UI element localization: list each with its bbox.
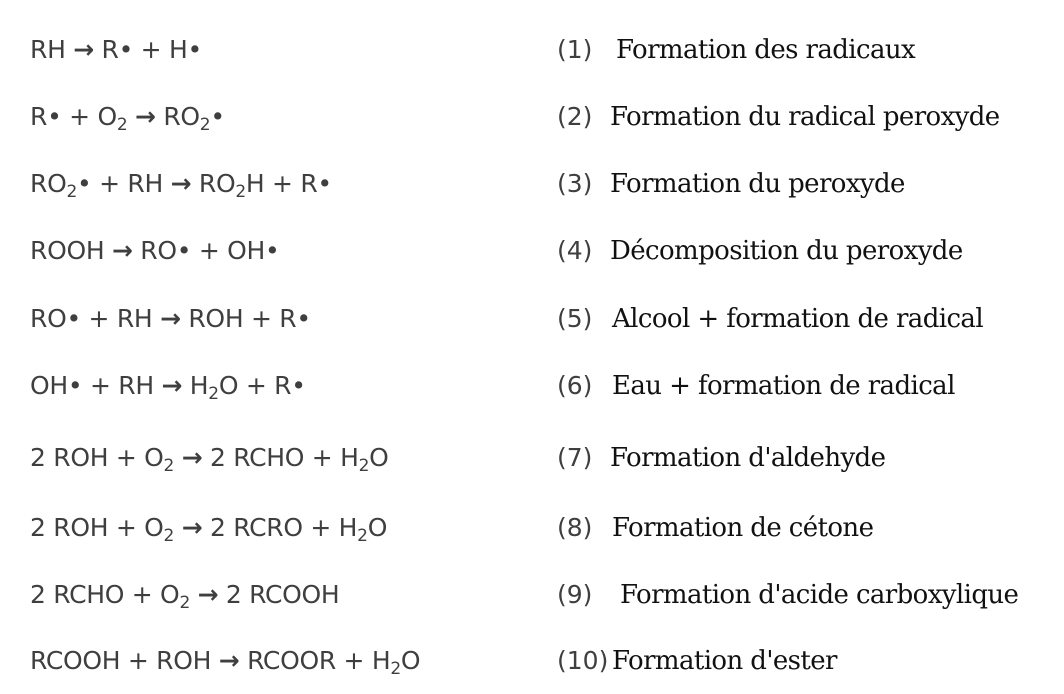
reaction-equation: RCOOH + ROH → RCOOR + H2O [30, 646, 421, 679]
reaction-row-8: 2 ROH + O2 → 2 RCRO + H2O (8) Formation … [0, 495, 1064, 561]
reaction-row-1: RH → R• + H• (1) Formation des radicaux [0, 17, 1064, 83]
reaction-row-3: RO2• + RH → RO2H + R• (3) Formation du p… [0, 151, 1064, 217]
reaction-equation: 2 ROH + O2 → 2 RCRO + H2O [30, 513, 388, 546]
reaction-description: Formation d'aldehyde [610, 443, 886, 473]
reaction-row-6: OH• + RH → H2O + R• (6) Eau + formation … [0, 353, 1064, 419]
reaction-description: Formation d'acide carboxylique [620, 580, 1019, 610]
reaction-description: Décomposition du peroxyde [610, 236, 963, 266]
reaction-number: (4) [557, 236, 593, 265]
reaction-description: Formation du radical peroxyde [610, 102, 1000, 132]
reaction-description: Formation d'ester [612, 646, 837, 676]
reaction-row-9: 2 RCHO + O2 → 2 RCOOH (9) Formation d'ac… [0, 562, 1064, 628]
reaction-row-10: RCOOH + ROH → RCOOR + H2O (10) Formation… [0, 628, 1064, 694]
reaction-number: (2) [557, 102, 593, 131]
reaction-number: (1) [557, 35, 593, 64]
reaction-equation: ROOH → RO• + OH• [30, 236, 280, 265]
reaction-number: (9) [557, 580, 593, 609]
reaction-description: Formation de cétone [612, 513, 874, 543]
reaction-number: (6) [557, 371, 593, 400]
reaction-number: (5) [557, 304, 593, 333]
reaction-equation: RO• + RH → ROH + R• [30, 304, 311, 333]
reaction-equation: R• + O2 → RO2• [30, 102, 225, 135]
reaction-equation: OH• + RH → H2O + R• [30, 371, 306, 404]
reaction-equation: 2 ROH + O2 → 2 RCHO + H2O [30, 443, 389, 476]
reaction-number: (8) [557, 513, 593, 542]
reaction-description: Formation du peroxyde [610, 169, 905, 199]
reaction-row-4: ROOH → RO• + OH• (4) Décomposition du pe… [0, 218, 1064, 284]
reaction-row-2: R• + O2 → RO2• (2) Formation du radical … [0, 84, 1064, 150]
reaction-number: (3) [557, 169, 593, 198]
reaction-description: Alcool + formation de radical [612, 304, 984, 334]
reaction-equation: 2 RCHO + O2 → 2 RCOOH [30, 580, 340, 613]
reaction-row-7: 2 ROH + O2 → 2 RCHO + H2O (7) Formation … [0, 425, 1064, 491]
reaction-description: Formation des radicaux [616, 35, 916, 65]
reaction-row-5: RO• + RH → ROH + R• (5) Alcool + formati… [0, 286, 1064, 352]
reaction-equation: RO2• + RH → RO2H + R• [30, 169, 332, 202]
reaction-number: (10) [557, 646, 609, 675]
reaction-number: (7) [557, 443, 593, 472]
reaction-description: Eau + formation de radical [612, 371, 955, 401]
reaction-equation: RH → R• + H• [30, 35, 202, 64]
